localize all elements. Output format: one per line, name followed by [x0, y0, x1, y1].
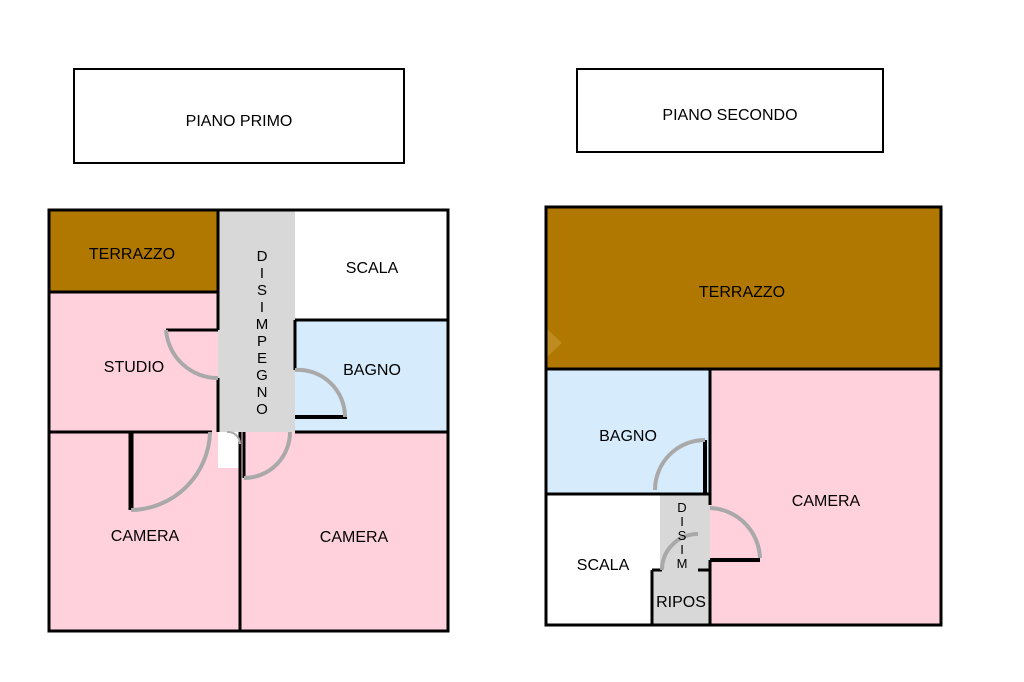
floor-2-title-box: PIANO SECONDO [576, 68, 884, 153]
label-scala-2: SCALA [577, 557, 630, 574]
label-bagno-2: BAGNO [599, 428, 657, 445]
room-scala-1 [295, 210, 448, 320]
floor-1-plan: TERRAZZO STUDIO SCALA BAGNO CAMERA CAMER… [47, 208, 450, 633]
label-terrazzo-1: TERRAZZO [89, 246, 175, 263]
floor-2-walls [544, 205, 943, 627]
disimpegno-letter: G [256, 367, 268, 384]
room-camera-left [49, 432, 240, 631]
disimpegno-letter: I [260, 299, 264, 316]
label-disim: D I S I M [677, 500, 688, 571]
door-swing-icon [226, 430, 292, 480]
disim-letter: S [678, 528, 687, 543]
label-camera-left: CAMERA [111, 528, 180, 545]
floor-2-plan: TERRAZZO BAGNO CAMERA SCALA RIPOS D I S … [544, 205, 943, 627]
door-swing-icon [660, 532, 699, 571]
room-disimpegno [218, 210, 295, 432]
door-swing-icon [164, 329, 219, 381]
disimpegno-letter: S [257, 282, 267, 299]
door-swing-icon [294, 367, 348, 418]
door-swing-icon [130, 431, 212, 512]
disimpegno-letter: N [257, 384, 268, 401]
disim-letter: I [680, 514, 684, 529]
room-scala-2 [546, 494, 652, 625]
floor-1-walls [47, 208, 450, 633]
floor-2-title: PIANO SECONDO [662, 107, 797, 124]
disim-letter: I [680, 542, 684, 557]
disimpegno-letter: D [257, 248, 268, 265]
door-swing-icon [709, 506, 762, 559]
room-disim [660, 494, 710, 570]
label-disimpegno: D I S I M P E G N O [256, 248, 269, 418]
disimpegno-letter: P [257, 333, 267, 350]
label-camera-right: CAMERA [320, 529, 389, 546]
label-camera-2: CAMERA [792, 493, 861, 510]
label-ripos: RIPOS [656, 594, 706, 611]
room-studio [49, 292, 218, 432]
room-bagno-2 [546, 369, 710, 494]
disimpegno-letter: I [260, 265, 264, 282]
room-camera-2 [710, 369, 941, 625]
room-terrazzo-1 [49, 210, 218, 292]
label-terrazzo-2: TERRAZZO [699, 284, 785, 301]
door-swing-icon [653, 438, 706, 491]
disim-letter: M [677, 556, 688, 571]
label-scala-1: SCALA [346, 260, 399, 277]
label-studio: STUDIO [104, 359, 164, 376]
floor-1-title-box: PIANO PRIMO [73, 68, 405, 164]
floor-1-title: PIANO PRIMO [186, 113, 293, 130]
room-ripos [652, 570, 710, 625]
disimpegno-letter: M [256, 316, 269, 333]
disimpegno-letter: E [257, 350, 267, 367]
room-terrazzo-2 [546, 207, 941, 369]
label-bagno-1: BAGNO [343, 362, 401, 379]
disimpegno-letter: O [256, 401, 268, 418]
disim-letter: D [677, 500, 686, 515]
